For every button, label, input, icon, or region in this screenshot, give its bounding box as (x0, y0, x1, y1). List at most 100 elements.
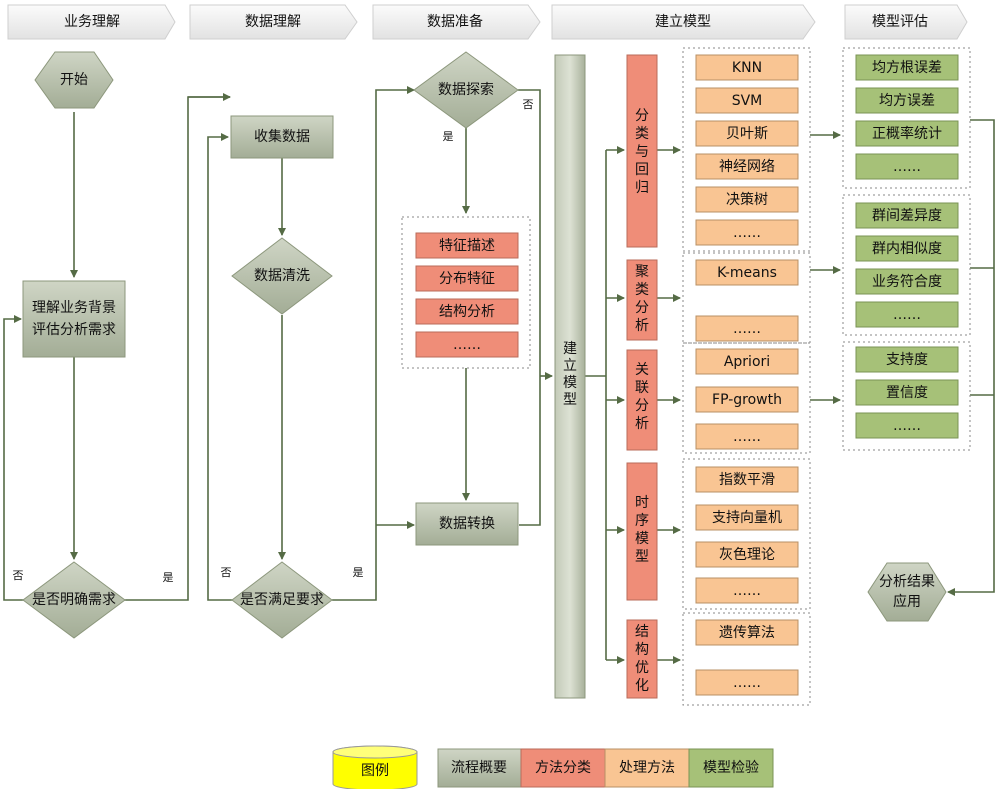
model-method-tree[interactable]: 决策树 (695, 186, 799, 213)
eval-0-2-label: 正概率统计 (872, 125, 942, 142)
group-4-frame (682, 612, 811, 706)
eval-1-3[interactable]: …… (855, 301, 959, 328)
eval-2-1-label: 置信度 (886, 385, 928, 401)
collect-node[interactable]: 收集数据 (230, 115, 334, 159)
model-method-svm[interactable]: SVM (695, 87, 799, 114)
transform-node[interactable]: 数据转换 (415, 502, 519, 546)
edge-explore-no (518, 89, 541, 526)
du-no-label: 否 (221, 566, 232, 579)
stage-evaluation: 模型评估 (844, 4, 968, 40)
prep-method-0-label: 特征描述 (439, 238, 495, 254)
eval-2-0[interactable]: 支持度 (855, 346, 959, 373)
stage-modeling: 建立模型 (551, 4, 816, 40)
model-method-expsmooth[interactable]: 指数平滑 (695, 466, 799, 493)
expsmooth-label: 指数平滑 (719, 471, 775, 488)
apriori-label: Apriori (724, 354, 770, 370)
model-group-association[interactable]: 关 联 分 析 (626, 349, 658, 451)
model-main-char-2: 模 (563, 375, 577, 391)
model-method-4-more[interactable]: …… (695, 669, 799, 696)
group-1-char-2: 分 (635, 300, 649, 316)
prep-method-0[interactable]: 特征描述 (415, 232, 519, 259)
eval-0-1-label: 均方误差 (879, 93, 935, 109)
model-group-timeseries[interactable]: 时 序 模 型 (626, 462, 658, 601)
group-4-char-1: 构 (635, 642, 649, 658)
model-main-char-0: 建 (563, 341, 577, 357)
legend: 图例 流程概要 方法分类 处理方法 模型检验 (332, 745, 774, 789)
eval-group-1-frame (842, 194, 971, 336)
eval-1-3-label: …… (893, 307, 921, 323)
result-label-2: 应用 (893, 593, 921, 610)
group-2-char-0: 关 (635, 362, 649, 378)
group-3-more-label: …… (733, 583, 761, 599)
du-decision[interactable]: 是否满足要求 (231, 561, 333, 639)
group-2-more-label: …… (733, 429, 761, 445)
clean-node[interactable]: 数据清洗 (231, 237, 333, 315)
model-group-optimization[interactable]: 结 构 优 化 (626, 619, 658, 699)
result-label-1: 分析结果 (879, 574, 935, 590)
eval-2-2[interactable]: …… (855, 412, 959, 439)
model-method-apriori[interactable]: Apriori (695, 348, 799, 375)
eval-0-3[interactable]: …… (855, 153, 959, 180)
eval-0-1[interactable]: 均方误差 (855, 87, 959, 114)
eval-2-1[interactable]: 置信度 (855, 379, 959, 406)
stage-business-label: 业务理解 (64, 14, 120, 30)
model-method-grey[interactable]: 灰色理论 (695, 541, 799, 568)
model-method-svr[interactable]: 支持向量机 (695, 504, 799, 531)
business-decision-label: 是否明确需求 (32, 592, 116, 608)
model-method-1-more[interactable]: …… (695, 315, 799, 342)
model-main-char-3: 型 (563, 392, 577, 408)
edge-business-no (3, 315, 27, 601)
start-node[interactable]: 开始 (34, 51, 114, 109)
group-0-more-label: …… (733, 225, 761, 241)
edge-business-yes (121, 96, 227, 601)
prep-method-3[interactable]: …… (415, 331, 519, 358)
eval-1-0[interactable]: 群间差异度 (855, 202, 959, 229)
fpgrowth-label: FP-growth (712, 392, 782, 408)
prep-method-2[interactable]: 结构分析 (415, 298, 519, 325)
model-group-clustering[interactable]: 聚 类 分 析 (626, 259, 658, 341)
explore-node[interactable]: 数据探索 (413, 51, 519, 129)
model-method-2-more[interactable]: …… (695, 423, 799, 450)
model-method-bayes[interactable]: 贝叶斯 (695, 120, 799, 147)
eval-1-1[interactable]: 群内相似度 (855, 235, 959, 262)
model-method-0-more[interactable]: …… (695, 219, 799, 246)
group-4-more-label: …… (733, 675, 761, 691)
prep-method-2-label: 结构分析 (439, 304, 495, 320)
group-3-char-1: 序 (635, 513, 649, 529)
prep-method-1[interactable]: 分布特征 (415, 265, 519, 292)
du-decision-label: 是否满足要求 (240, 592, 324, 608)
model-method-knn[interactable]: KNN (695, 54, 799, 81)
tree-label: 决策树 (726, 191, 768, 208)
business-no-label: 否 (13, 569, 24, 582)
result-node[interactable]: 分析结果 应用 (867, 562, 947, 622)
model-main-bar[interactable]: 建 立 模 型 (554, 54, 586, 699)
stage-data-prep: 数据准备 (372, 4, 541, 40)
stage-data-prep-label: 数据准备 (427, 13, 483, 30)
start-label: 开始 (60, 72, 88, 88)
business-decision[interactable]: 是否明确需求 (22, 561, 126, 639)
bayes-label: 贝叶斯 (726, 126, 768, 142)
eval-0-2[interactable]: 正概率统计 (855, 120, 959, 147)
grey-label: 灰色理论 (719, 546, 775, 563)
group-4-char-2: 优 (635, 660, 649, 676)
legend-title: 图例 (332, 745, 418, 789)
stage-modeling-label: 建立模型 (655, 14, 711, 30)
eval-1-2[interactable]: 业务符合度 (855, 268, 959, 295)
svr-label: 支持向量机 (712, 510, 782, 526)
legend-item-0-label: 流程概要 (451, 760, 507, 776)
eval-group-0-frame (842, 47, 971, 189)
group-4-char-3: 化 (635, 678, 649, 694)
model-method-kmeans[interactable]: K-means (695, 259, 799, 286)
model-method-genetic[interactable]: 遗传算法 (695, 619, 799, 646)
connectors (3, 86, 995, 664)
group-0-char-0: 分 (635, 108, 649, 124)
model-method-3-more[interactable]: …… (695, 577, 799, 604)
stage-data-understanding-label: 数据理解 (245, 14, 301, 30)
model-group-classification[interactable]: 分 类 与 回 归 (626, 54, 658, 248)
model-method-fpgrowth[interactable]: FP-growth (695, 386, 799, 413)
understand-node[interactable]: 理解业务背景 评估分析需求 (22, 280, 126, 358)
legend-item-1-label: 方法分类 (535, 760, 591, 776)
eval-0-0[interactable]: 均方根误差 (855, 54, 959, 81)
model-method-nn[interactable]: 神经网络 (695, 153, 799, 180)
